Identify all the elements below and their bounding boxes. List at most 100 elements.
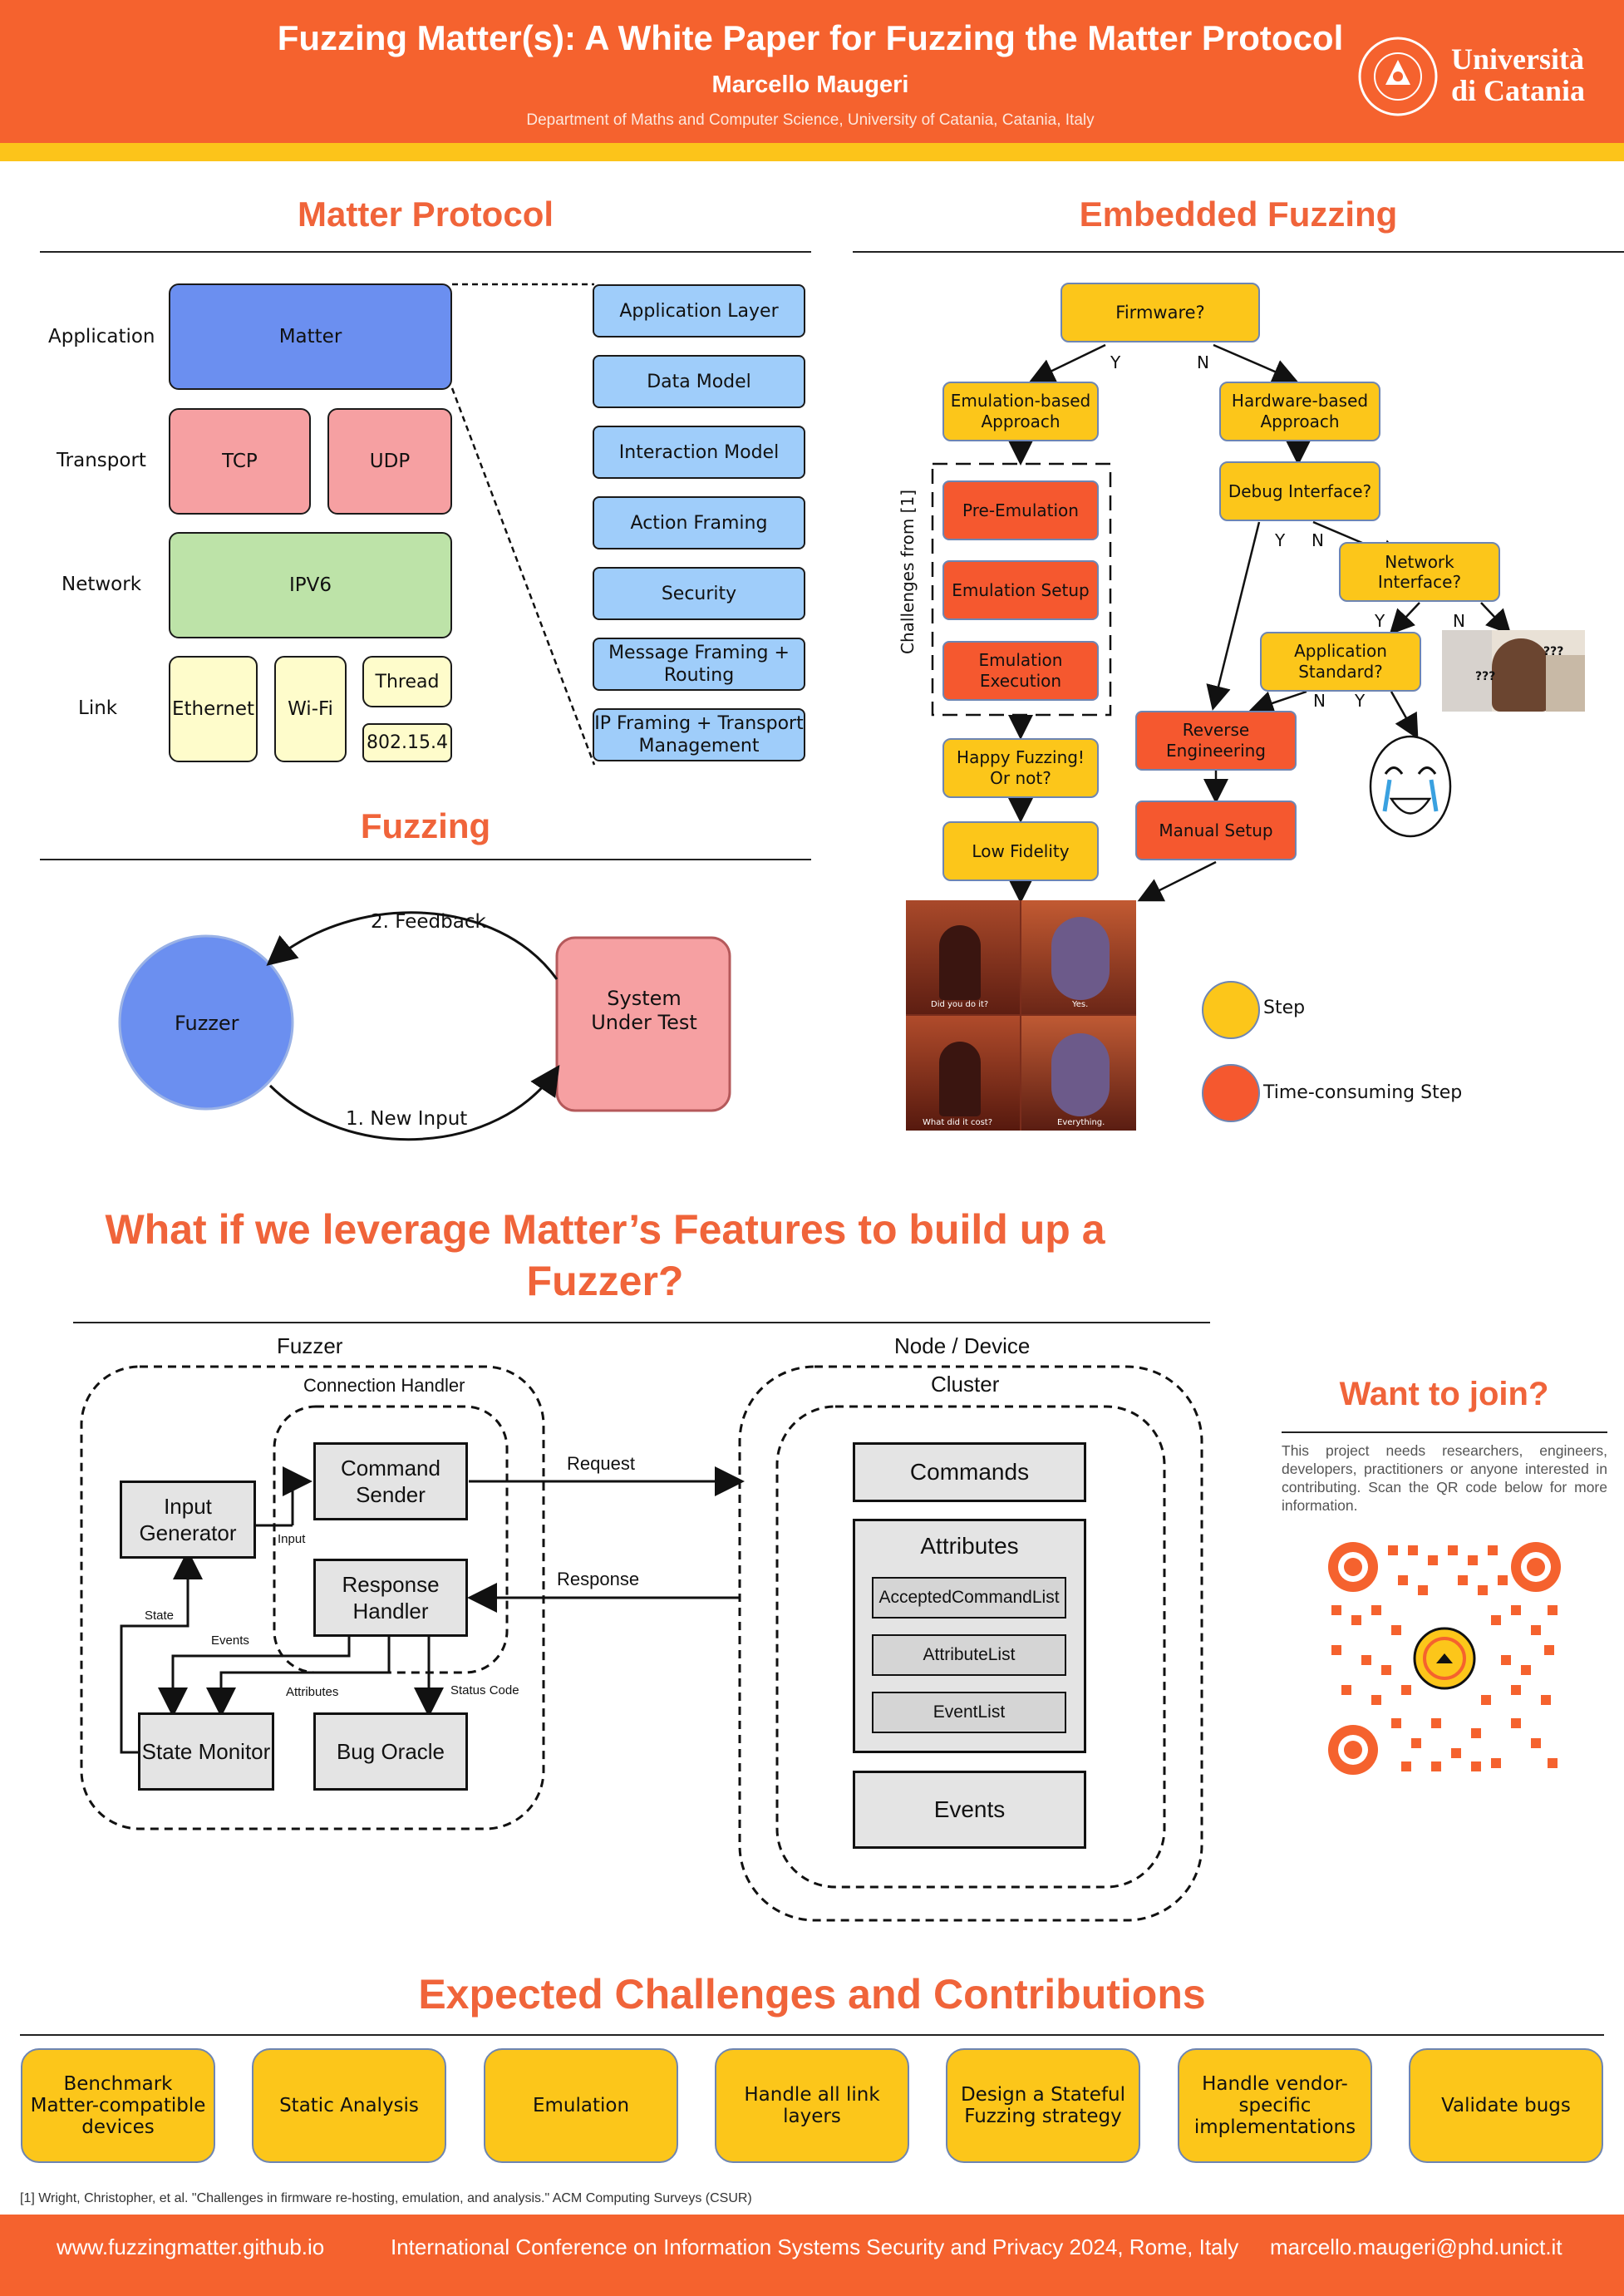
affiliation: Department of Maths and Computer Science… bbox=[526, 111, 1095, 129]
pre-emulation-step: Pre-Emulation bbox=[942, 480, 1099, 540]
qr-code-icon[interactable] bbox=[1328, 1542, 1561, 1775]
udp-box: UDP bbox=[327, 408, 452, 515]
ipv6-box: IPV6 bbox=[169, 532, 452, 638]
request-edge-label: Request bbox=[567, 1453, 635, 1474]
divider bbox=[40, 859, 811, 860]
yes-label: Y bbox=[1375, 611, 1385, 631]
ethernet-box: Ethernet bbox=[169, 656, 258, 762]
application-standard-step: Application Standard? bbox=[1260, 632, 1421, 692]
events-box: Events bbox=[853, 1771, 1086, 1849]
bug-oracle-box: Bug Oracle bbox=[313, 1712, 468, 1791]
stack-security: Security bbox=[593, 567, 805, 620]
attributes-edge-label: Attributes bbox=[286, 1685, 339, 1699]
no-label: N bbox=[1312, 530, 1324, 550]
footer-email-link[interactable]: marcello.maugeri@phd.unict.it bbox=[1270, 2234, 1562, 2259]
meme-caption: Yes. bbox=[1072, 1000, 1089, 1009]
header-stripe bbox=[0, 143, 1624, 161]
leverage-title: What if we leverage Matter’s Features to… bbox=[73, 1204, 1137, 1307]
yes-label: Y bbox=[1355, 691, 1366, 711]
reverse-engineering-step: Reverse Engineering bbox=[1135, 711, 1297, 771]
meme-caption: Did you do it? bbox=[931, 1000, 989, 1009]
university-line1: Università bbox=[1451, 42, 1584, 76]
stack-ip-framing: IP Framing + Transport Management bbox=[593, 708, 805, 761]
ieee-802154-box: 802.15.4 bbox=[362, 723, 452, 762]
state-edge-label: State bbox=[145, 1609, 175, 1623]
join-text: This project needs researchers, engineer… bbox=[1282, 1442, 1607, 1514]
legend-time-label: Time-consuming Step bbox=[1263, 1082, 1463, 1103]
divider bbox=[20, 2034, 1604, 2036]
stack-message-framing: Message Framing + Routing bbox=[593, 638, 805, 691]
meme-caption: What did it cost? bbox=[923, 1118, 993, 1127]
stack-data-model: Data Model bbox=[593, 355, 805, 408]
challenge-item: Design a Stateful Fuzzing strategy bbox=[946, 2048, 1140, 2163]
university-seal-icon bbox=[1358, 37, 1438, 116]
events-edge-label: Events bbox=[211, 1633, 249, 1648]
stack-interaction-model: Interaction Model bbox=[593, 426, 805, 479]
reference: [1] Wright, Christopher, et al. "Challen… bbox=[20, 2191, 752, 2205]
sut-label: System Under Test bbox=[591, 987, 697, 1034]
firmware-step: Firmware? bbox=[1061, 283, 1260, 342]
confused-meme-image: ??? ??? bbox=[1442, 630, 1585, 712]
manual-setup-step: Manual Setup bbox=[1135, 801, 1297, 860]
emulation-setup-step: Emulation Setup bbox=[942, 560, 1099, 620]
status-code-edge-label: Status Code bbox=[450, 1683, 519, 1697]
input-edge-label: Input bbox=[278, 1532, 306, 1546]
header-banner bbox=[0, 0, 1624, 143]
stack-application-layer: Application Layer bbox=[593, 284, 805, 338]
divider bbox=[73, 1322, 1210, 1323]
fuzzer-node bbox=[118, 934, 294, 1111]
new-input-label: 1. New Input bbox=[346, 1108, 468, 1130]
leverage-title-line2: Fuzzer? bbox=[526, 1258, 684, 1304]
university-logo-text: Università di Catania bbox=[1451, 43, 1585, 106]
emulation-approach-step: Emulation-based Approach bbox=[942, 382, 1099, 441]
hardware-approach-step: Hardware-based Approach bbox=[1219, 382, 1380, 441]
fuzzer-architecture-lines bbox=[80, 1365, 1203, 1922]
university-line2: di Catania bbox=[1451, 74, 1586, 107]
challenge-item: Handle all link layers bbox=[715, 2048, 909, 2163]
leverage-title-line1: What if we leverage Matter’s Features to… bbox=[105, 1206, 1105, 1253]
thanos-meme-image: Did you do it? Yes. What did it cost? Ev… bbox=[906, 900, 1136, 1131]
no-label: N bbox=[1313, 691, 1326, 711]
challenge-item: Handle vendor-specific implementations bbox=[1178, 2048, 1372, 2163]
cluster-label: Cluster bbox=[931, 1372, 1000, 1397]
yes-label: Y bbox=[1275, 530, 1286, 550]
no-label: N bbox=[1453, 611, 1465, 631]
event-list-box: EventList bbox=[872, 1692, 1066, 1733]
challenge-item: Benchmark Matter-compatible devices bbox=[21, 2048, 215, 2163]
response-edge-label: Response bbox=[557, 1569, 640, 1589]
thread-box: Thread bbox=[362, 656, 452, 707]
divider bbox=[853, 251, 1624, 253]
input-generator-box: Input Generator bbox=[120, 1481, 256, 1559]
footer-website-link[interactable]: www.fuzzingmatter.github.io bbox=[57, 2234, 325, 2259]
challenges-title: Expected Challenges and Contributions bbox=[418, 1971, 1206, 2018]
fuzzer-label: Fuzzer bbox=[175, 1012, 239, 1035]
meme-question: ??? bbox=[1475, 670, 1496, 683]
matter-box: Matter bbox=[169, 283, 452, 390]
meme-caption: Everything. bbox=[1057, 1118, 1105, 1127]
feedback-label: 2. Feedback bbox=[371, 911, 486, 933]
footer-banner bbox=[0, 2215, 1624, 2296]
connection-handler-container bbox=[273, 1405, 509, 1674]
happy-fuzzing-step: Happy Fuzzing! Or not? bbox=[942, 738, 1099, 798]
meme-question: ??? bbox=[1543, 645, 1564, 658]
no-label: N bbox=[1197, 352, 1209, 372]
divider bbox=[40, 251, 811, 253]
commands-box: Commands bbox=[853, 1442, 1086, 1502]
matter-protocol-title: Matter Protocol bbox=[297, 195, 554, 234]
legend-step-label: Step bbox=[1263, 998, 1306, 1018]
layer-transport: Transport bbox=[57, 450, 146, 471]
cluster-container bbox=[775, 1405, 1166, 1889]
footer-conference: International Conference on Information … bbox=[391, 2234, 1239, 2259]
sut-node bbox=[555, 936, 731, 1112]
poster-title: Fuzzing Matter(s): A White Paper for Fuz… bbox=[277, 18, 1344, 57]
response-handler-box: Response Handler bbox=[313, 1559, 468, 1637]
command-sender-box: Command Sender bbox=[313, 1442, 468, 1520]
network-interface-step: Network Interface? bbox=[1339, 542, 1500, 602]
layer-network: Network bbox=[62, 574, 142, 595]
layer-link: Link bbox=[78, 697, 118, 719]
stack-action-framing: Action Framing bbox=[593, 496, 805, 549]
yes-label: Y bbox=[1110, 352, 1121, 372]
debug-interface-step: Debug Interface? bbox=[1219, 461, 1380, 521]
tcp-box: TCP bbox=[169, 408, 311, 515]
challenge-item: Validate bugs bbox=[1409, 2048, 1603, 2163]
